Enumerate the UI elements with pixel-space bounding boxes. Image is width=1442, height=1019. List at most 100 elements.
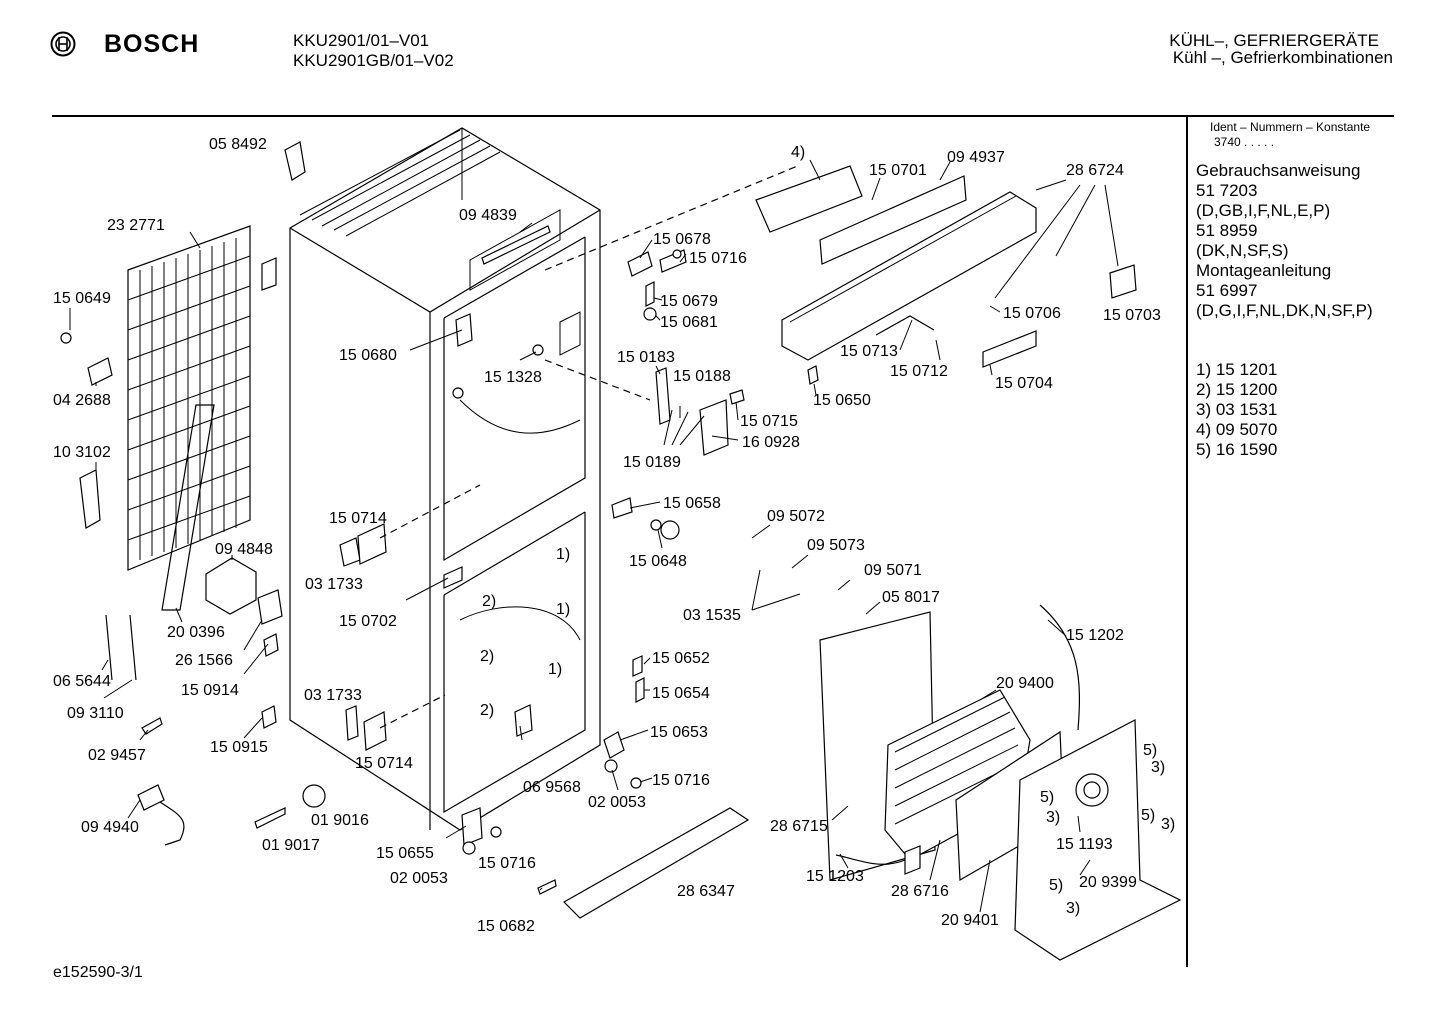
part-label: 4)	[791, 144, 805, 161]
cabinet-body	[289, 127, 601, 831]
footnote-marker: 2)	[480, 702, 494, 719]
part-label: 06 5644	[53, 673, 111, 690]
model-number-2: KKU2901GB/01–V02	[293, 51, 454, 70]
category-title-1: KÜHL–, GEFRIERGERÄTE	[1169, 31, 1379, 50]
footnote-marker: 3)	[1046, 809, 1060, 826]
footnote-marker: 5)	[1141, 807, 1155, 824]
part-label: 09 4937	[947, 149, 1005, 166]
ident-label: Ident – Nummern – Konstante	[1210, 120, 1371, 134]
footnote-marker: 3)	[1151, 759, 1165, 776]
part-label: 15 0654	[652, 685, 710, 702]
part-label: 23 2771	[107, 217, 165, 234]
part-label: 09 5073	[807, 537, 865, 554]
part-label: 09 4848	[215, 541, 273, 558]
footnote-marker: 1)	[556, 601, 570, 618]
part-labels: 05 8492 23 2771 15 0649 04 2688 10 3102 …	[53, 136, 1175, 935]
manual-line: (D,G,I,F,NL,DK,N,SF,P)	[1196, 301, 1373, 320]
part-label: 15 1328	[484, 369, 542, 386]
part-label: 15 0914	[181, 682, 239, 699]
part-label: 15 0678	[653, 231, 711, 248]
part-label: 15 0706	[1003, 305, 1061, 322]
part-label: 16 0928	[742, 434, 800, 451]
part-label: 15 0715	[740, 413, 798, 430]
part-label: 15 0701	[869, 162, 927, 179]
part-label: 02 9457	[88, 747, 146, 764]
part-label: 15 0189	[623, 454, 681, 471]
part-label: 15 0648	[629, 553, 687, 570]
part-label: 02 0053	[588, 794, 646, 811]
part-label: 03 1733	[305, 576, 363, 593]
footnote-line: 1) 15 1201	[1196, 360, 1278, 379]
manual-line: Gebrauchsanweisung	[1196, 161, 1361, 180]
bosch-logo-icon	[50, 31, 76, 62]
manual-line: 51 6997	[1196, 281, 1258, 300]
part-label: 26 1566	[175, 652, 233, 669]
part-label: 15 0183	[617, 349, 675, 366]
part-label: 03 1535	[683, 607, 741, 624]
part-label: 15 0679	[660, 293, 718, 310]
footnote-line: 2) 15 1200	[1196, 380, 1278, 399]
part-label: 09 3110	[67, 705, 124, 722]
manual-line: 51 8959	[1196, 221, 1258, 240]
part-label: 15 0658	[663, 495, 721, 512]
part-label: 15 0655	[376, 845, 434, 862]
footnote-marker: 5)	[1040, 789, 1054, 806]
part-label: 20 0396	[167, 624, 225, 641]
exploded-diagram: 05 8492 23 2771 15 0649 04 2688 10 3102 …	[53, 127, 1182, 961]
footnotes-list: 1) 15 1201 2) 15 1200 3) 03 1531 4) 09 5…	[1196, 360, 1277, 460]
footnote-marker: 5)	[1049, 877, 1063, 894]
footnote-line: 4) 09 5070	[1196, 420, 1278, 439]
footnote-marker: 3)	[1161, 816, 1175, 833]
part-label: 20 9401	[941, 912, 999, 929]
category-title-2: Kühl –, Gefrierkombinationen	[1172, 48, 1393, 67]
footnote-marker: 2)	[480, 648, 494, 665]
part-label: 20 9399	[1079, 874, 1137, 891]
part-label: 06 9568	[523, 779, 581, 796]
part-label: 15 0682	[477, 918, 535, 935]
part-label: 15 0652	[652, 650, 710, 667]
part-label: 01 9017	[262, 837, 320, 854]
manual-line: (D,GB,I,F,NL,E,P)	[1196, 201, 1331, 220]
part-label: 28 6347	[677, 883, 735, 900]
part-label: 15 0188	[673, 368, 731, 385]
manual-line: (DK,N,SF,S)	[1196, 241, 1289, 260]
footnote-marker: 1)	[548, 661, 562, 678]
part-label: 15 0716	[652, 772, 710, 789]
part-label: 20 9400	[996, 675, 1054, 692]
manual-line: 51 7203	[1196, 181, 1258, 200]
part-label: 09 5071	[864, 562, 922, 579]
footnote-line: 3) 03 1531	[1196, 400, 1278, 419]
part-label: 15 0716	[478, 855, 536, 872]
part-label: 15 1193	[1056, 836, 1113, 853]
footnote-line: 5) 16 1590	[1196, 440, 1278, 459]
part-label: 28 6724	[1066, 162, 1124, 179]
part-label: 15 1203	[806, 868, 864, 885]
part-label: 15 0712	[890, 363, 948, 380]
part-label: 15 0714	[355, 755, 413, 772]
part-label: 03 1733	[304, 687, 362, 704]
brand-name: BOSCH	[104, 30, 200, 58]
model-number-1: KKU2901/01–V01	[293, 31, 430, 50]
part-label: 15 0703	[1103, 307, 1161, 324]
leader-lines	[69, 159, 1119, 913]
part-label: 09 5072	[767, 508, 825, 525]
sidebar-divider	[1186, 117, 1188, 967]
manuals-list: Gebrauchsanweisung 51 7203 (D,GB,I,F,NL,…	[1196, 161, 1373, 321]
part-label: 10 3102	[53, 444, 111, 461]
assembly-lines	[379, 164, 801, 729]
drawing-id: e152590-3/1	[53, 964, 143, 981]
part-label: 09 4839	[459, 207, 517, 224]
part-label: 15 0653	[650, 724, 708, 741]
part-label: 02 0053	[390, 870, 448, 887]
part-label: 15 0681	[660, 314, 718, 331]
part-label: 05 8492	[209, 136, 267, 153]
part-label: 05 8017	[882, 589, 940, 606]
part-label: 15 1202	[1066, 627, 1124, 644]
part-label: 15 0650	[813, 392, 871, 409]
evaporator-assembly	[819, 604, 1182, 961]
part-label: 15 0713	[840, 343, 898, 360]
footnote-marker: 5)	[1143, 742, 1157, 759]
part-label: 15 0714	[329, 510, 387, 527]
part-label: 15 0716	[689, 250, 747, 267]
part-label: 01 9016	[311, 812, 369, 829]
